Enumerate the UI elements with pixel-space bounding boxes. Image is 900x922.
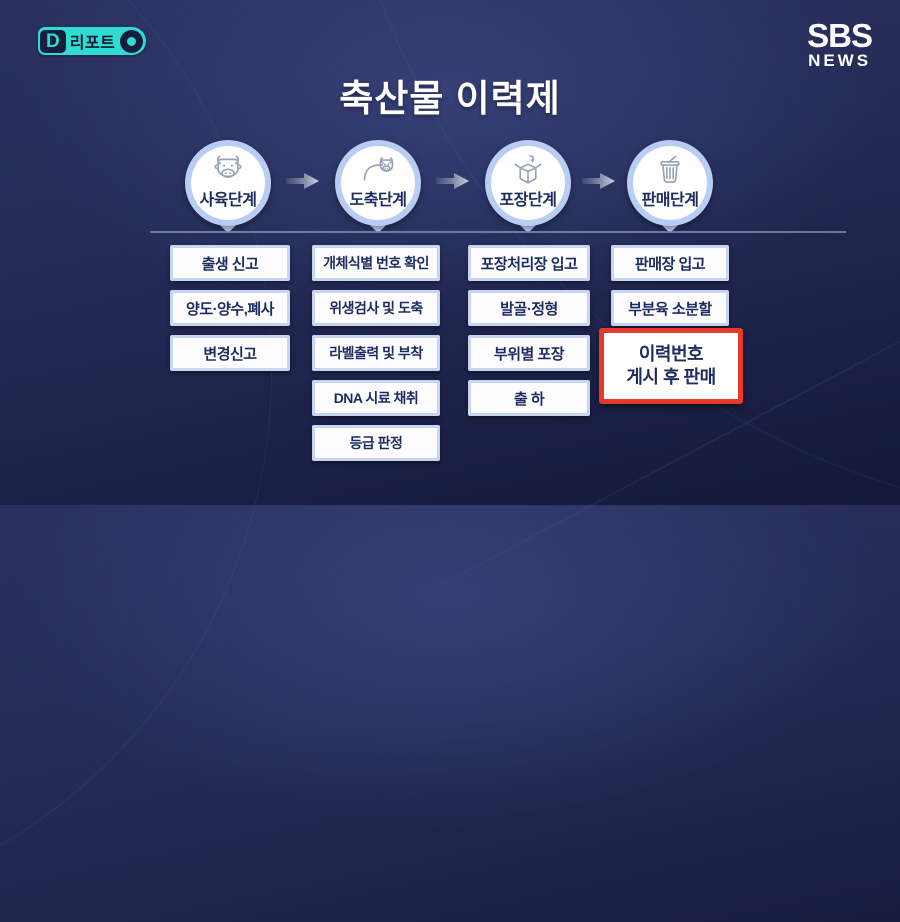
- divider-line: [150, 231, 846, 233]
- cow-body-icon: [363, 157, 394, 181]
- process-step-box: 출 하: [468, 380, 590, 416]
- d-report-logo: D 리포트: [38, 27, 147, 55]
- d-report-logo-text: 리포트: [69, 35, 116, 52]
- process-step-box: 라벨출력 및 부착: [312, 335, 440, 371]
- process-step-box: 부분육 소분할: [611, 290, 729, 326]
- column-sales-steps: 판매장 입고 부분육 소분할: [611, 245, 729, 326]
- pin-inner: 포장단계: [491, 146, 565, 220]
- arrow-right-icon: [286, 173, 319, 189]
- pin-inner: 도축단계: [341, 146, 415, 220]
- shopping-basket-icon: [660, 155, 680, 183]
- stage-label: 판매단계: [641, 192, 699, 209]
- d-report-logo-dot-icon: [120, 29, 144, 53]
- stage-pin-breeding: 사육단계: [185, 140, 271, 234]
- process-step-box: 판매장 입고: [611, 245, 729, 281]
- process-step-box: DNA 시료 채취: [312, 380, 440, 416]
- process-step-box: 출생 신고: [170, 245, 290, 281]
- arrow-right-icon: [582, 173, 615, 189]
- highlighted-step-line: 게시 후 판매: [626, 367, 716, 387]
- open-box-icon: [514, 155, 542, 184]
- page-title: 축산물 이력제: [339, 78, 561, 119]
- pin-inner: 판매단계: [633, 146, 707, 220]
- stage-label: 사육단계: [199, 192, 257, 209]
- column-slaughter-steps: 개체식별 번호 확인 위생검사 및 도축 라벨출력 및 부착 DNA 시료 채취…: [312, 245, 440, 461]
- stage-pin-packaging: 포장단계: [485, 140, 571, 234]
- stage-label: 포장단계: [499, 192, 557, 209]
- process-step-box: 변경신고: [170, 335, 290, 371]
- column-packaging-steps: 포장처리장 입고 발골·정형 부위별 포장 출 하: [468, 245, 590, 416]
- sbs-news-logo: SBS NEWS: [807, 17, 873, 70]
- process-step-box: 등급 판정: [312, 425, 440, 461]
- d-report-logo-letter: D: [40, 29, 66, 53]
- arrow-right-icon: [436, 173, 469, 189]
- highlighted-step-line: 이력번호: [638, 343, 704, 364]
- process-step-box: 포장처리장 입고: [468, 245, 590, 281]
- process-step-box: 위생검사 및 도축: [312, 290, 440, 326]
- news-logo-text: NEWS: [808, 51, 872, 70]
- stage-pin-sales: 판매단계: [627, 140, 713, 234]
- stage-label: 도축단계: [349, 192, 407, 209]
- process-step-box: 양도·양수,폐사: [170, 290, 290, 326]
- process-step-box: 개체식별 번호 확인: [312, 245, 440, 281]
- cow-face-icon: [214, 155, 242, 178]
- pin-inner: 사육단계: [191, 146, 265, 220]
- process-step-box: 발골·정형: [468, 290, 590, 326]
- highlighted-step-box: 이력번호 게시 후 판매: [599, 328, 743, 404]
- background-curve: [0, 0, 272, 922]
- process-step-box: 부위별 포장: [468, 335, 590, 371]
- column-breeding-steps: 출생 신고 양도·양수,폐사 변경신고: [170, 245, 290, 371]
- sbs-logo-text: SBS: [807, 17, 873, 54]
- stage-pin-slaughter: 도축단계: [335, 140, 421, 234]
